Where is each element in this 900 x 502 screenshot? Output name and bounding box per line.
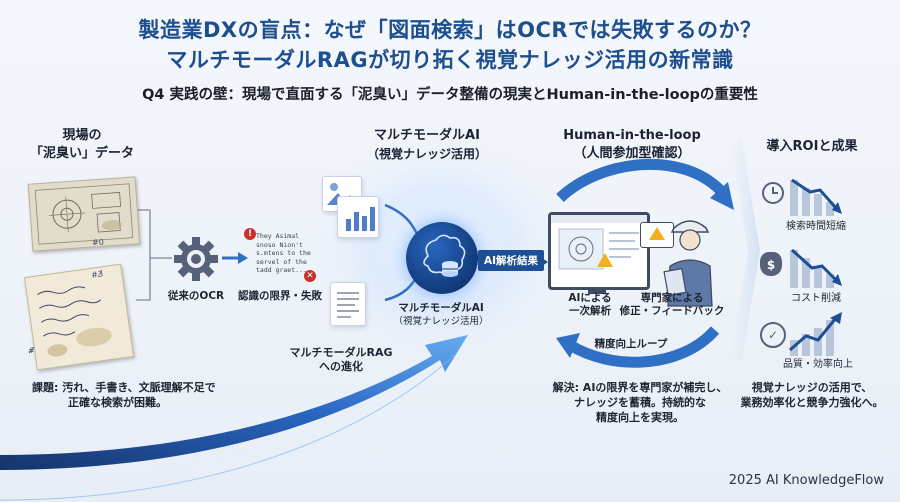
brain-label-line1: マルチモーダルAI <box>398 302 484 314</box>
subtitle: Q4 実践の壁：現場で直面する「泥臭い」データ整備の現実とHuman-in-th… <box>142 87 758 103</box>
alert-icon: ! <box>244 228 256 240</box>
expert-line2: 修正・フィードバック <box>619 305 725 317</box>
roi-summary: 視覚ナレッジの活用で、 業務効率化と競争力強化へ。 <box>732 380 892 410</box>
garbled-line: s.mtens to the <box>256 249 311 257</box>
decrease-chart-icon <box>790 178 842 216</box>
roi-item1: 検索時間短縮 <box>786 221 846 232</box>
increase-chart-icon <box>789 312 842 356</box>
engineer-icon <box>663 214 716 307</box>
hitl-heading-line2: （人間参加型確認） <box>573 146 691 161</box>
warning-icon <box>597 253 613 267</box>
roi-heading: 導入ROIと成果 <box>766 139 858 154</box>
garbled-line: snoso Nion't <box>256 240 303 249</box>
evolution-label: マルチモーダルRAG への進化 <box>276 346 406 374</box>
hand-note-2: #0 <box>92 238 104 247</box>
evolution-line2: への進化 <box>319 360 363 373</box>
issue-note: 課題: 汚れ、手書き、文脈理解不足で 正確な検索が困難。 <box>32 380 262 410</box>
expert-label: 専門家による 修正・フィードバック <box>612 292 732 318</box>
ai-first-line1: AIによる <box>568 292 612 304</box>
blueprint-image <box>27 176 141 252</box>
hitl-heading-line1: Human-in-the-loop <box>563 128 701 143</box>
brain-label-line2: （視覚ナレッジ活用） <box>393 316 489 327</box>
gear-icon <box>173 236 219 282</box>
issue-line1: 課題: 汚れ、手書き、文脈理解不足で <box>32 381 216 394</box>
cost-decrease-chart-icon <box>790 248 842 288</box>
footer-credit: 2025 AI KnowledgeFlow <box>728 473 884 488</box>
garbled-line: servel of the <box>256 257 307 266</box>
evolution-line1: マルチモーダルRAG <box>289 346 393 359</box>
left-heading: 現場の 「泥臭い」データ <box>22 127 142 163</box>
monitor-screen <box>548 212 650 290</box>
money-bag-icon: $ <box>760 252 782 276</box>
expert-line1: 専門家による <box>640 292 704 304</box>
solution-note: 解決: AIの限界を専門家が補完し、 ナレッジを蓄積。持続的な 精度向上を実現。 <box>540 380 740 425</box>
garbled-line: They Asimal <box>256 232 300 240</box>
roi-item3: 品質・効率向上 <box>783 359 853 370</box>
left-heading-line2: 「泥臭い」データ <box>29 146 134 161</box>
roi-summary-line2: 業務効率化と競争力強化へ。 <box>740 396 884 409</box>
document-card <box>330 282 366 326</box>
brain-label: マルチモーダルAI （視覚ナレッジ活用） <box>376 302 506 328</box>
monitor-stand <box>588 288 606 294</box>
ocr-label: 従来のOCR <box>167 290 225 302</box>
solution-line1: 解決: AIの限界を専門家が補完し、 <box>552 381 728 394</box>
solution-line3: 精度向上を実現。 <box>596 411 684 424</box>
hand-note-1: #3̸ <box>90 269 104 280</box>
garbled-text-block: ! They Asimal snoso Nion't s.mtens to th… <box>244 228 316 284</box>
chart-card <box>337 196 379 238</box>
center-heading-line1: マルチモーダルAI <box>374 128 480 143</box>
ai-first-line2: 一次解析 <box>569 305 611 317</box>
center-heading-line2: （視覚ナレッジ活用） <box>366 147 487 161</box>
main-title-line2: マルチモーダルRAGが切り拓く視覚ナレッジ活用の新常識 <box>166 48 734 72</box>
quality-badge-icon: ✓ <box>760 322 786 348</box>
roi-summary-line1: 視覚ナレッジの活用で、 <box>751 381 873 394</box>
center-heading: マルチモーダルAI （視覚ナレッジ活用） <box>352 127 502 163</box>
loop-label: 精度向上ループ <box>594 338 668 350</box>
fail-label: 認識の限界・失敗 <box>238 290 322 302</box>
ai-first-label: AIによる 一次解析 <box>560 292 620 318</box>
ai-result-pill: AI解析結果 <box>478 250 545 271</box>
roi-item2: コスト削減 <box>791 293 841 304</box>
garbled-line: tadd graet... <box>256 266 307 274</box>
error-x-icon: ✕ <box>304 270 316 282</box>
handwritten-notes-image: #3̸ <box>23 263 135 371</box>
warning-bubble <box>640 222 674 248</box>
hitl-heading: Human-in-the-loop （人間参加型確認） <box>552 127 712 163</box>
clock-icon <box>762 182 784 204</box>
left-heading-line1: 現場の <box>62 128 102 143</box>
solution-line2: ナレッジを蓄積。持続的な <box>574 396 706 409</box>
hand-note-3: #̸̸ <box>28 346 35 355</box>
brain-ai-icon <box>406 222 478 294</box>
issue-line2: 正確な検索が困難。 <box>68 396 167 409</box>
main-title-line1: 製造業DXの盲点：なぜ「図面検索」はOCRでは失敗するのか？ <box>138 18 762 42</box>
